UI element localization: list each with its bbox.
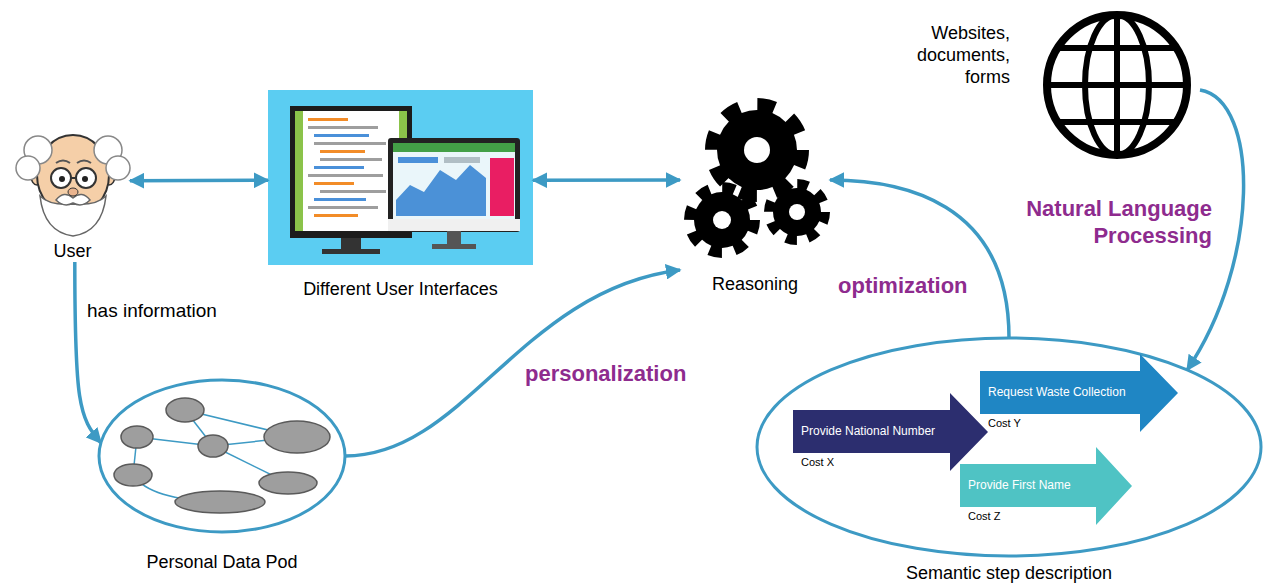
node-label: User <box>53 240 91 262</box>
interface-picture: Different User Interfaces <box>268 90 533 300</box>
reasoning-engine: Reasoning <box>680 95 830 295</box>
node-label: Websites, documents, forms <box>910 22 1010 88</box>
ellipse-outline <box>97 378 347 534</box>
gears-icon <box>690 106 825 252</box>
flow-arrow <box>830 180 1009 338</box>
edge-label: Natural Language Processing <box>1012 195 1212 249</box>
step-description: Semantic step description Provide Nationa… <box>755 336 1263 584</box>
edge-label: personalization <box>525 360 725 387</box>
globe-icon <box>1047 15 1187 155</box>
data-pod: Personal Data Pod <box>97 378 347 573</box>
step-arrow: Request Waste CollectionCost Y <box>980 354 1178 449</box>
web-source: Websites, documents, forms <box>910 10 1200 165</box>
node-label: Provide First Name <box>960 464 1071 507</box>
pod-graph <box>114 398 330 513</box>
node-label: Reasoning <box>712 273 798 295</box>
flow-arrow <box>75 262 101 443</box>
node-label: Request Waste Collection <box>980 371 1126 414</box>
user-actor: User <box>15 133 130 262</box>
cost-label: Cost Z <box>968 510 1132 523</box>
cost-label: Cost Y <box>988 417 1178 430</box>
edge-label: has information <box>87 300 257 322</box>
user-figure <box>16 135 130 236</box>
step-arrow: Provide National NumberCost X <box>793 393 988 488</box>
node-label: Provide National Number <box>793 410 935 453</box>
cost-label: Cost X <box>801 456 988 469</box>
edge-label: optimization <box>838 272 998 299</box>
monitors-picture <box>268 90 533 265</box>
node-label: Semantic step description <box>906 562 1112 584</box>
node-label: Personal Data Pod <box>146 551 297 573</box>
flow-arrow <box>130 179 268 183</box>
step-arrow: Provide First NameCost Z <box>960 447 1132 542</box>
flow-arrow <box>533 178 680 182</box>
node-label: Different User Interfaces <box>303 278 498 300</box>
